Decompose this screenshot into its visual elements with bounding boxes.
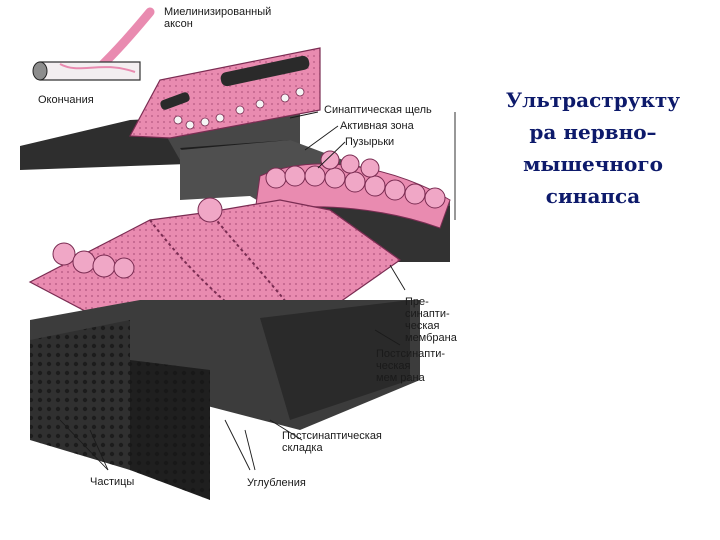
label-presynaptic-membrane: Пре- синапти- ческая мембрана — [405, 296, 457, 344]
leader-lines — [59, 111, 456, 471]
vesicle-ridge — [254, 150, 451, 229]
myelinated-axon-cylinder — [32, 61, 141, 81]
synapse-diagram — [20, 7, 456, 500]
label-vesicles: Пузырьки — [345, 136, 395, 148]
label-myelinated-axon: Миелинизированный аксон — [164, 6, 272, 30]
label-active-zone: Активная зона — [340, 120, 414, 132]
label-postsynaptic-membrane: Постсинапти- ческая мем рана — [376, 348, 446, 384]
label-particles: Частицы — [90, 476, 135, 488]
title-line-4: синапса — [545, 184, 641, 208]
label-depressions: Углубления — [247, 477, 306, 489]
label-postsynaptic-fold: Постсинаптическая складка — [282, 430, 382, 454]
title-line-2: ра нервно– — [529, 120, 657, 144]
title-line-1: Ультраструкту — [505, 88, 681, 112]
title-line-3: мышечного — [523, 152, 663, 176]
lower-muscle-blocks — [30, 300, 420, 500]
label-endings: Окончания — [38, 94, 94, 106]
label-synaptic-cleft: Синаптическая щель — [324, 104, 432, 116]
slide-title: Ультраструкту ра нервно– мышечного синап… — [478, 84, 708, 212]
